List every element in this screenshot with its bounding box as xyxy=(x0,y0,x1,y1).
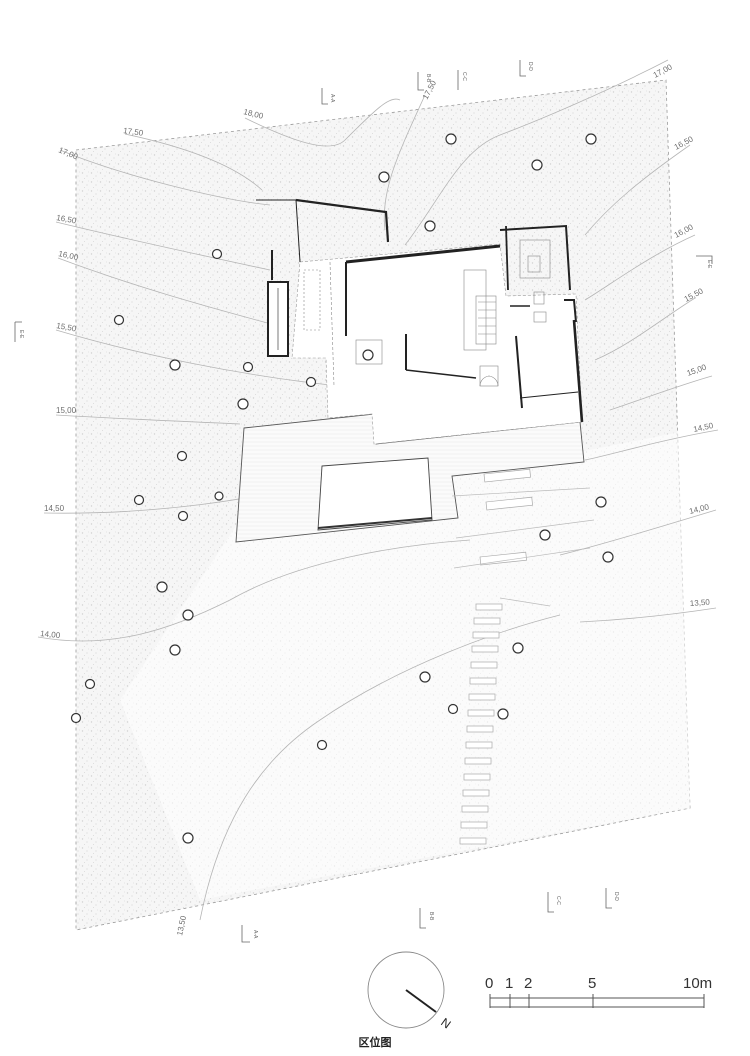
section-label: D-D xyxy=(613,892,619,901)
scale-label: 1 xyxy=(505,975,513,992)
section-label: A-A xyxy=(252,930,258,939)
section-label: A-A xyxy=(329,94,335,103)
contour-label: 18,00 xyxy=(243,107,265,121)
north-arrow: N xyxy=(367,951,453,1032)
contour-lines xyxy=(37,59,719,921)
section-markers xyxy=(14,60,713,943)
contour-label: 17,00 xyxy=(57,146,79,162)
section-label: C-C xyxy=(461,72,467,81)
contour-label: 15,00 xyxy=(56,406,77,415)
section-label: C-C xyxy=(555,896,561,905)
scale-label: 0 xyxy=(485,975,493,992)
contour-label: 14,00 xyxy=(40,629,61,640)
contour-label: 16,00 xyxy=(58,249,80,262)
lower-garden-area xyxy=(120,430,690,900)
scale-label: 2 xyxy=(524,975,532,992)
pool xyxy=(317,457,433,531)
contour-label: 14,50 xyxy=(44,504,65,513)
contour-label: 16,00 xyxy=(673,222,695,240)
contour-label: 16,50 xyxy=(56,213,78,225)
caption: 区位图 xyxy=(358,1036,392,1049)
house-walls xyxy=(256,198,584,423)
house-interior xyxy=(303,239,551,387)
contour-label: 15,50 xyxy=(56,321,78,333)
section-label: B-B xyxy=(428,912,434,921)
contour-label: 13,50 xyxy=(690,598,711,608)
scale-label: 5 xyxy=(588,975,596,992)
terrace-lines xyxy=(451,487,595,607)
contour-label: 15,00 xyxy=(686,362,708,377)
contour-label: 14,50 xyxy=(693,421,715,434)
trees xyxy=(70,133,614,844)
contour-label: 13,50 xyxy=(175,914,188,936)
north-label: N xyxy=(438,1015,453,1031)
scale-bar: 0 1 2 5 10m xyxy=(485,975,712,1008)
contour-label: 17,50 xyxy=(123,126,145,138)
house-floor xyxy=(291,243,583,445)
section-label: E-E xyxy=(706,260,712,269)
contour-label: 14,00 xyxy=(688,502,710,516)
section-label: D-D xyxy=(527,62,533,71)
section-label: B-B xyxy=(425,74,431,83)
section-labels: A-A B-B C-C D-D E-E E-E A-A B-B C-C D-D xyxy=(18,62,712,939)
section-label: E-E xyxy=(18,330,24,339)
pool-edge xyxy=(317,517,433,529)
contour-label: 15,50 xyxy=(683,286,705,304)
garden-steps xyxy=(459,468,533,845)
contour-label: 17,00 xyxy=(652,62,674,80)
scale-label: 10m xyxy=(683,975,712,992)
